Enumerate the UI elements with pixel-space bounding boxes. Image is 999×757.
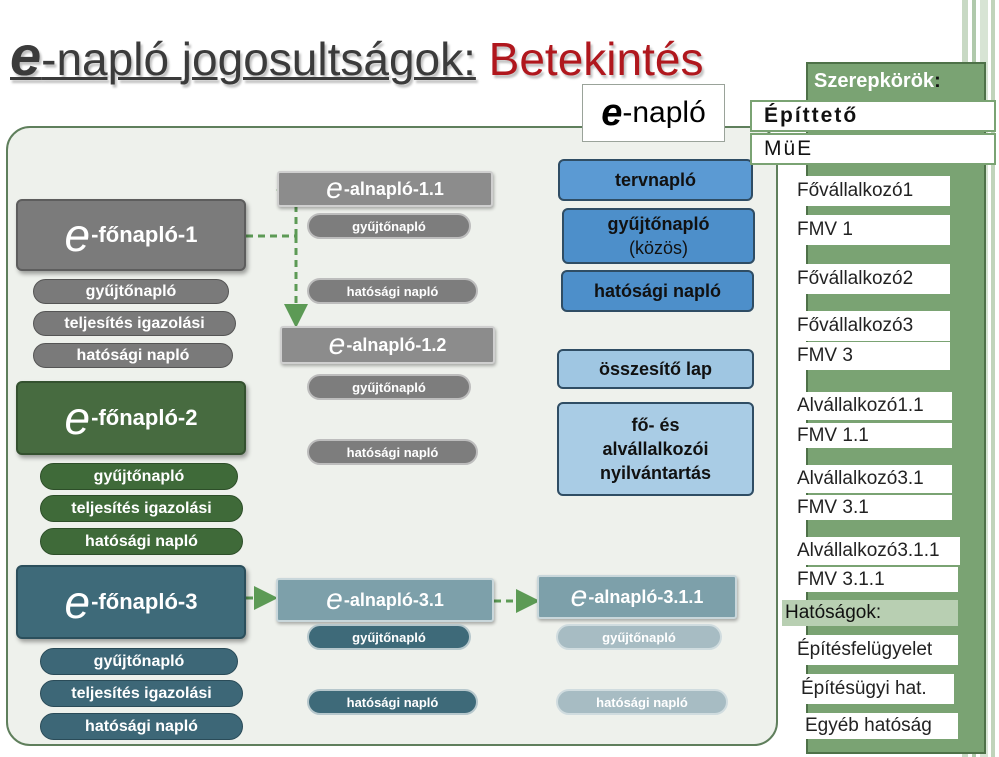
- edge-stripe-4: [991, 0, 995, 757]
- title-highlight: Betekintés: [488, 33, 704, 85]
- alnaplo-3-1-1-gyujtonaplo[interactable]: gyűjtőnapló: [556, 624, 722, 650]
- alnaplo-1-2-e: e: [328, 328, 346, 361]
- alnaplo-1-1-label: -alnapló-1.1: [343, 178, 444, 199]
- fonaplo-1-gyujtonaplo[interactable]: gyűjtőnapló: [33, 279, 229, 304]
- fonaplo-3-gyujtonaplo[interactable]: gyűjtőnapló: [40, 648, 238, 675]
- gyujtonaplo-kozos-line1: gyűjtőnapló: [607, 214, 710, 234]
- role-epitteto[interactable]: Építtető: [750, 100, 996, 132]
- alnaplo-1-1-gyujtonaplo[interactable]: gyűjtőnapló: [307, 213, 471, 239]
- arrow-to-alnaplo-1-1: [276, 178, 300, 236]
- osszesito-lap-box[interactable]: összesítő lap: [557, 349, 754, 389]
- role-fmv-3-1[interactable]: FMV 3.1: [792, 495, 952, 520]
- roles-title: Szerepkörök:: [814, 70, 941, 93]
- alnaplo-1-2-box[interactable]: e-alnapló-1.2: [280, 326, 495, 364]
- enaplo-label: e-napló: [582, 84, 725, 142]
- authority-egyeb-hatosag[interactable]: Egyéb hatóság: [800, 713, 958, 739]
- nyilvantartas-line1: fő- és: [631, 415, 680, 435]
- page-title: e-napló jogosultságok: Betekintés: [10, 28, 703, 87]
- role-mue[interactable]: MüE: [750, 133, 996, 165]
- fonaplo-2-gyujtonaplo[interactable]: gyűjtőnapló: [40, 463, 238, 490]
- alnaplo-1-2-label: -alnapló-1.2: [346, 334, 447, 355]
- fonaplo-3-hatosagi[interactable]: hatósági napló: [40, 713, 243, 740]
- authorities-title: Hatóságok:: [782, 600, 958, 626]
- fonaplo-2-hatosagi[interactable]: hatósági napló: [40, 528, 243, 555]
- alnaplo-3-1-1-hatosagi[interactable]: hatósági napló: [556, 689, 728, 715]
- alnaplo-3-1-hatosagi[interactable]: hatósági napló: [307, 689, 478, 715]
- fonaplo-3-label: -főnapló-3: [91, 589, 198, 614]
- alnaplo-1-1-hatosagi[interactable]: hatósági napló: [307, 278, 478, 304]
- authority-epitesfelugyelet[interactable]: Építésfelügyelet: [792, 635, 958, 665]
- hatosagi-naplo-box[interactable]: hatósági napló: [561, 270, 754, 312]
- fonaplo-3-teljesites[interactable]: teljesítés igazolási: [40, 680, 243, 707]
- fonaplo-3-e: e: [64, 576, 91, 628]
- role-fmv-1[interactable]: FMV 1: [792, 215, 950, 245]
- fonaplo-1-e: e: [64, 209, 91, 261]
- role-fovallalkozo2[interactable]: Fővállalkozó2: [792, 264, 950, 294]
- alnaplo-3-1-box[interactable]: e-alnapló-3.1: [276, 578, 494, 622]
- title-e: e: [10, 24, 42, 87]
- fonaplo-1-label: -főnapló-1: [91, 222, 198, 247]
- role-fmv-1-1[interactable]: FMV 1.1: [792, 423, 952, 448]
- fonaplo-2-teljesites[interactable]: teljesítés igazolási: [40, 495, 243, 522]
- alnaplo-3-1-1-e: e: [570, 580, 588, 613]
- role-alvallalkozo3-1[interactable]: Alvállalkozó3.1: [792, 465, 952, 493]
- role-alvallalkozo1-1[interactable]: Alvállalkozó1.1: [792, 392, 952, 420]
- role-fmv-3[interactable]: FMV 3: [792, 342, 950, 370]
- nyilvantartas-line2: alvállalkozói: [602, 439, 709, 459]
- fonaplo-2-box[interactable]: e-főnapló-2: [16, 381, 246, 455]
- alnaplo-1-1-box[interactable]: e-alnapló-1.1: [277, 171, 493, 207]
- alnaplo-3-1-1-label: -alnapló-3.1.1: [588, 586, 704, 607]
- alnaplo-1-2-hatosagi[interactable]: hatósági napló: [307, 439, 478, 465]
- role-fmv-3-1-1[interactable]: FMV 3.1.1: [792, 567, 958, 592]
- gyujtonaplo-kozos-box[interactable]: gyűjtőnapló (közös): [562, 208, 755, 264]
- enaplo-e: e: [601, 91, 623, 134]
- authority-epitesugyi-hat[interactable]: Építésügyi hat.: [796, 674, 954, 704]
- title-rest: -napló jogosultságok:: [41, 33, 476, 85]
- fonaplo-1-box[interactable]: e-főnapló-1: [16, 199, 246, 271]
- nyilvantartas-box[interactable]: fő- és alvállalkozói nyilvántartás: [557, 402, 754, 496]
- roles-title-text: Szerepkörök: [814, 70, 935, 92]
- roles-title-colon: :: [934, 70, 941, 92]
- tervnaplo-box[interactable]: tervnapló: [558, 159, 753, 201]
- alnaplo-3-1-label: -alnapló-3.1: [343, 589, 444, 610]
- gyujtonaplo-kozos-line2: (közös): [628, 238, 688, 258]
- role-fovallalkozo1[interactable]: Fővállalkozó1: [792, 176, 950, 206]
- role-fovallalkozo3[interactable]: Fővállalkozó3: [792, 311, 950, 341]
- role-alvallalkozo3-1-1[interactable]: Alvállalkozó3.1.1: [792, 537, 960, 565]
- alnaplo-1-1-e: e: [326, 172, 343, 205]
- alnaplo-1-2-gyujtonaplo[interactable]: gyűjtőnapló: [307, 374, 471, 400]
- alnaplo-3-1-gyujtonaplo[interactable]: gyűjtőnapló: [307, 624, 471, 650]
- nyilvantartas-line3: nyilvántartás: [599, 463, 712, 483]
- enaplo-rest: -napló: [622, 96, 706, 129]
- fonaplo-1-hatosagi[interactable]: hatósági napló: [33, 343, 233, 368]
- fonaplo-3-box[interactable]: e-főnapló-3: [16, 565, 246, 639]
- fonaplo-1-teljesites[interactable]: teljesítés igazolási: [33, 311, 236, 336]
- alnaplo-3-1-1-box[interactable]: e-alnapló-3.1.1: [537, 575, 737, 619]
- alnaplo-3-1-e: e: [326, 583, 343, 616]
- fonaplo-2-e: e: [64, 392, 91, 444]
- fonaplo-2-label: -főnapló-2: [91, 405, 198, 430]
